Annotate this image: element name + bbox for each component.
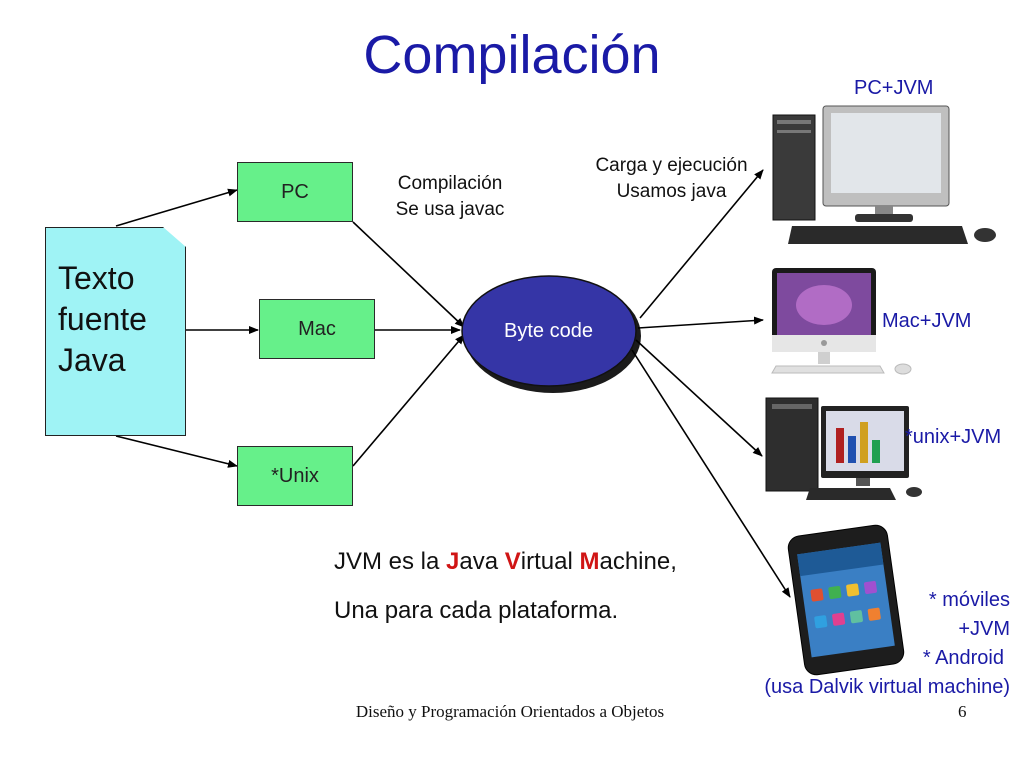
jvm-text-e: irtual xyxy=(520,548,580,575)
arrow-bytecode-mac xyxy=(637,316,764,329)
jvm-definition: JVM es la Java Virtual Machine, xyxy=(334,548,677,576)
source-line-2: fuente xyxy=(58,301,147,337)
mac-jvm-label: Mac+JVM xyxy=(882,310,972,332)
unix-workstation-image xyxy=(765,397,922,500)
bytecode-label: Byte code xyxy=(504,320,593,342)
pc-computer-image xyxy=(772,105,996,244)
compile-note-line-1: Compilación xyxy=(397,173,503,194)
jvm-letter-j: J xyxy=(446,548,460,575)
compile-note: Compilación Se usa javac xyxy=(370,171,530,223)
platform-pc-label: PC xyxy=(281,180,309,203)
platform-mac-box: Mac xyxy=(259,299,375,359)
jvm-letter-m: M xyxy=(579,548,600,575)
page-number: 6 xyxy=(958,702,967,721)
mobile-jvm-label: * móviles +JVM * Android (usa Dalvik vir… xyxy=(700,586,1010,702)
arrow-bytecode-unix xyxy=(635,339,763,457)
mobile-line-2: +JVM xyxy=(958,618,1010,640)
jvm-text-c: ava xyxy=(459,548,505,575)
mobile-line-4: (usa Dalvik virtual machine) xyxy=(764,676,1010,698)
load-note-line-1: Carga y ejecución xyxy=(595,155,748,176)
compile-note-line-2: Se usa javac xyxy=(395,199,505,220)
platform-mac-label: Mac xyxy=(298,317,336,340)
load-note: Carga y ejecución Usamos java xyxy=(574,153,769,205)
mac-computer-image xyxy=(771,268,912,375)
platform-unix-label: *Unix xyxy=(271,464,319,487)
arrow-src-pc xyxy=(115,188,238,227)
load-note-line-2: Usamos java xyxy=(616,181,727,202)
pc-jvm-label: PC+JVM xyxy=(854,77,934,99)
source-line-3: Java xyxy=(58,342,126,378)
platform-unix-box: *Unix xyxy=(237,446,353,506)
arrow-bytecode-mobile xyxy=(631,349,791,598)
arrow-src-unix xyxy=(115,435,238,468)
jvm-text-g: achine, xyxy=(599,548,677,575)
mobile-line-3: * Android xyxy=(922,647,1004,669)
jvm-letter-v: V xyxy=(504,548,521,575)
slide-title: Compilación xyxy=(363,25,661,85)
jvm-text-a: JVM es la xyxy=(334,548,447,575)
slide-footer: Diseño y Programación Orientados a Objet… xyxy=(355,702,665,721)
source-line-1: Texto xyxy=(58,260,135,296)
unix-jvm-label: *unix+JVM xyxy=(905,426,1002,448)
bytecode-ellipse xyxy=(461,275,637,387)
arrow-pc-bytecode xyxy=(352,221,465,328)
mobile-phone-image xyxy=(787,524,905,676)
arrow-bytecode-pc xyxy=(639,169,764,319)
jvm-platform-note: Una para cada plataforma. xyxy=(334,597,619,624)
source-document: Texto fuente Java xyxy=(45,227,186,436)
platform-pc-box: PC xyxy=(237,162,353,222)
arrow-unix-bytecode xyxy=(352,334,465,467)
mobile-line-1: * móviles xyxy=(928,589,1010,611)
